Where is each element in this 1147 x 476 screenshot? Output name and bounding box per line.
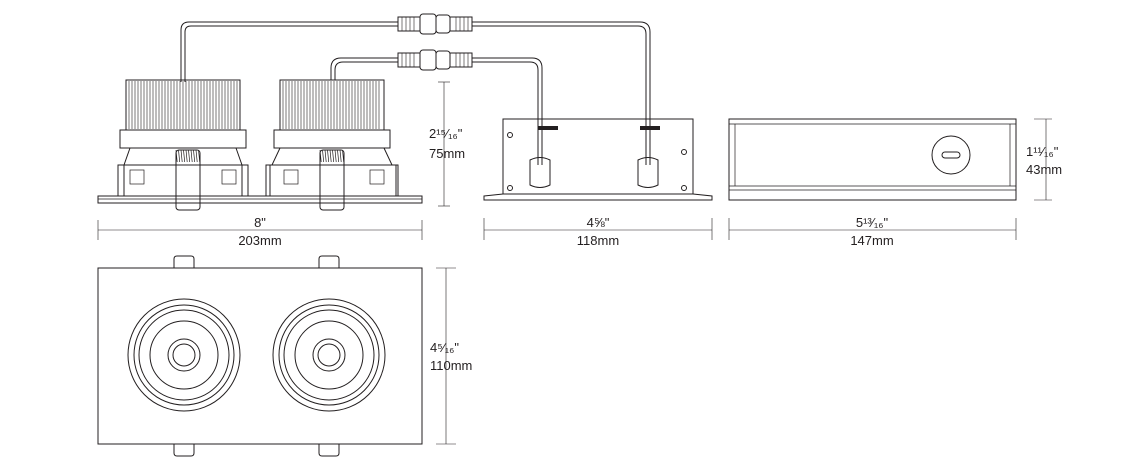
cable-connector-bottom <box>397 49 473 71</box>
driver-front-width-mm-label: 118mm <box>577 233 619 248</box>
front-width-in-label: 8" <box>254 215 266 230</box>
connection-cables <box>180 21 651 165</box>
front-height-dimension: 2¹⁵⁄₁₆" 75mm <box>429 81 465 207</box>
front-height-mm-label: 75mm <box>429 146 465 161</box>
driver-height-dimension: 1¹¹⁄₁₆" 43mm <box>1026 118 1062 201</box>
driver-side-width-mm-label: 147mm <box>850 233 893 248</box>
driver-side-width-dimension: 5¹³⁄₁₆" 147mm <box>728 215 1017 248</box>
right-lens <box>272 298 386 412</box>
driver-front-view <box>483 118 713 201</box>
top-depth-dimension: 4⁵⁄₁₆" 110mm <box>430 267 472 445</box>
driver-height-in-label: 1¹¹⁄₁₆" <box>1026 144 1059 159</box>
left-lens <box>127 298 241 412</box>
front-height-in-label: 2¹⁵⁄₁₆" <box>429 126 463 141</box>
top-depth-in-label: 4⁵⁄₁₆" <box>430 340 459 355</box>
left-module-front <box>117 79 249 211</box>
cable-connector-top <box>397 13 473 35</box>
top-depth-mm-label: 110mm <box>430 358 472 373</box>
front-width-dimension: 8" 203mm <box>97 215 423 248</box>
fixture-front-view <box>97 79 423 211</box>
right-module-front <box>265 79 399 211</box>
driver-height-mm-label: 43mm <box>1026 162 1062 177</box>
fixture-top-view <box>97 255 423 457</box>
driver-side-width-in-label: 5¹³⁄₁₆" <box>856 215 889 230</box>
driver-side-view <box>728 118 1017 201</box>
driver-front-width-in-label: 4⅝" <box>587 215 610 230</box>
driver-front-width-dimension: 4⅝" 118mm <box>483 215 713 248</box>
front-width-mm-label: 203mm <box>238 233 281 248</box>
